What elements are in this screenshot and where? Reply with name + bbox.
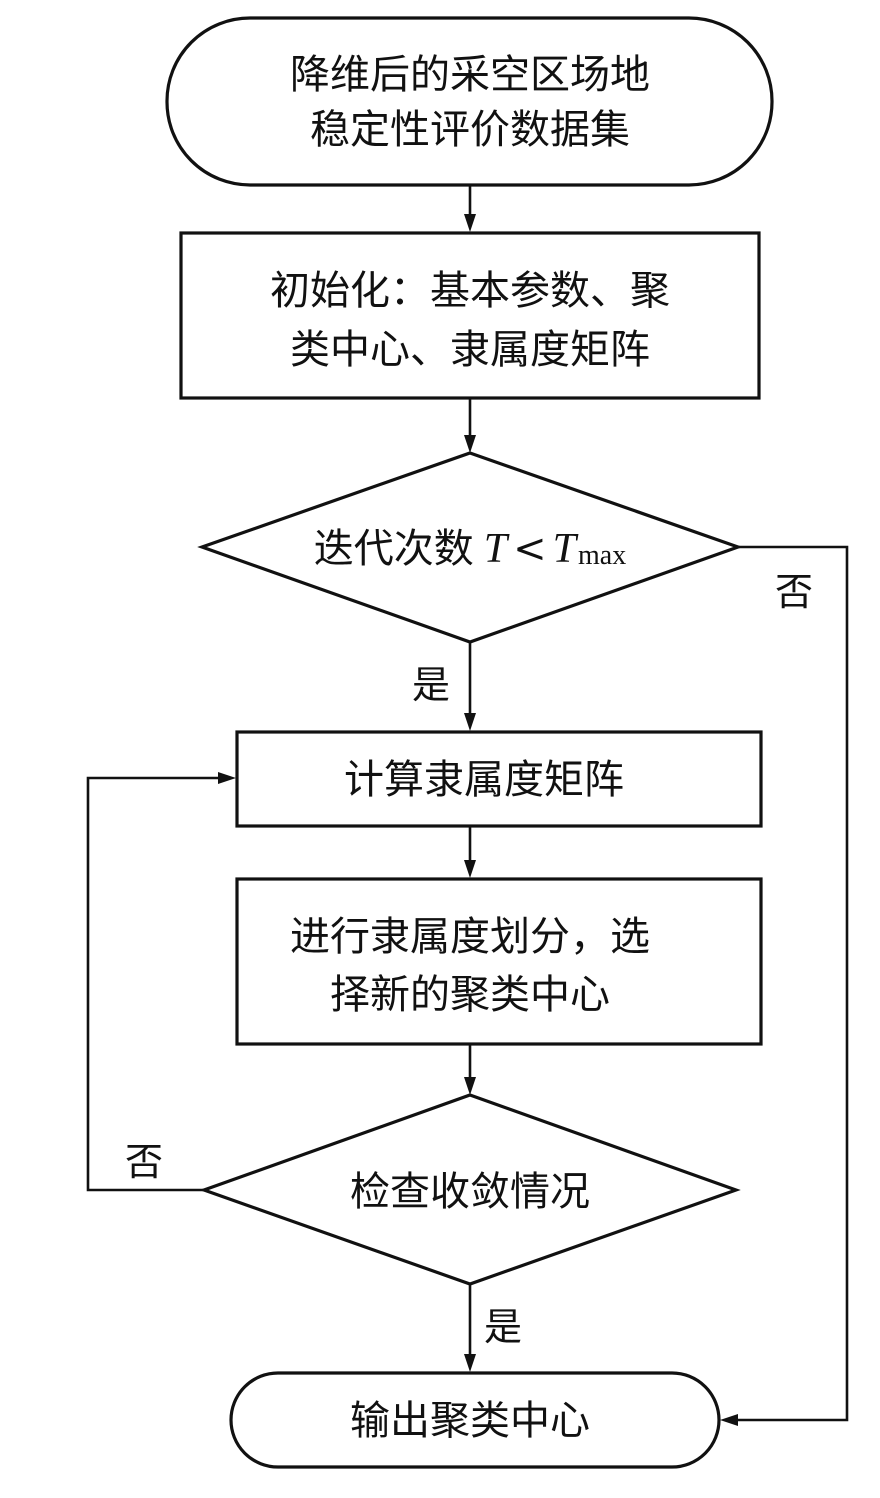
arrowhead-converge-end [464, 1354, 476, 1372]
edge-converge-compute [86, 776, 220, 1192]
node-end: 输出聚类中心 [229, 1371, 721, 1469]
edge-label-iter-no: 否 [775, 570, 813, 614]
iter-check-limit-sub: max [578, 540, 626, 571]
init-box-shape [179, 231, 761, 400]
partition-box-shape [235, 877, 763, 1046]
iter-check-var: T [484, 526, 510, 572]
start-text-line-2: 稳定性评价数据集 [310, 107, 630, 153]
end-terminal-shape [229, 1371, 721, 1469]
iter-check-prefix: 迭代次数 [314, 526, 474, 572]
arrowhead-init-iter [464, 435, 476, 453]
node-converge-check: 检查收敛情况 [199, 1093, 741, 1286]
compute-text: 计算隶属度矩阵 [344, 757, 624, 803]
node-iter-check: 迭代次数 T < T max [197, 451, 743, 644]
start-text-line-1: 降维后的采空区场地 [290, 52, 650, 98]
edge-label-converge-no: 否 [125, 1140, 163, 1184]
arrowhead-start-init [464, 214, 476, 232]
partition-text-line-1: 进行隶属度划分，选 [290, 914, 650, 960]
node-compute: 计算隶属度矩阵 [235, 730, 763, 828]
iter-check-op: < [513, 526, 547, 572]
node-init: 初始化：基本参数、聚 类中心、隶属度矩阵 [179, 231, 761, 400]
start-terminal-shape [165, 16, 774, 187]
init-text-line-1: 初始化：基本参数、聚 [270, 268, 670, 314]
node-start: 降维后的采空区场地 稳定性评价数据集 [165, 16, 774, 187]
init-text-line-2: 类中心、隶属度矩阵 [290, 327, 650, 373]
arrowhead-converge-compute [218, 772, 236, 784]
edge-label-iter-yes: 是 [412, 663, 450, 707]
iter-check-limit-var: T [553, 526, 579, 572]
arrowhead-iter-compute [464, 713, 476, 731]
edge-iter-end [736, 545, 849, 1422]
compute-box-shape [235, 730, 763, 828]
converge-check-text: 检查收敛情况 [350, 1169, 590, 1215]
arrowhead-compute-partition [464, 860, 476, 878]
partition-text-line-2: 择新的聚类中心 [330, 972, 610, 1018]
edge-label-converge-yes: 是 [484, 1305, 522, 1349]
end-text: 输出聚类中心 [350, 1398, 590, 1444]
arrowhead-iter-end [720, 1414, 738, 1426]
arrowhead-partition-converge [464, 1077, 476, 1095]
node-partition: 进行隶属度划分，选 择新的聚类中心 [235, 877, 763, 1046]
iter-check-text: 迭代次数 T < T max [314, 526, 626, 572]
